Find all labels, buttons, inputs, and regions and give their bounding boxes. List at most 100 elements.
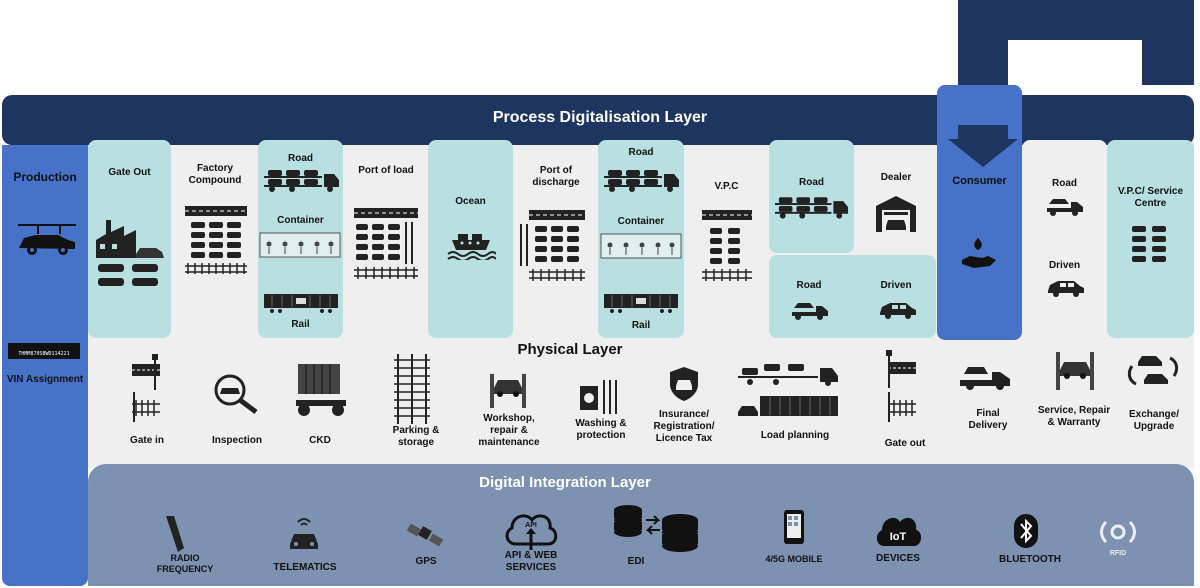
car-transporter-truck-icon-3: [774, 197, 849, 219]
container-1-label: Container: [277, 215, 324, 226]
bluetooth-label: BLUETOOTH: [998, 554, 1062, 565]
stage-ocean: [428, 140, 513, 338]
rail-wagon-icon: [264, 294, 338, 313]
ship-icon: [447, 234, 496, 260]
port-of-load-label: Port of load: [358, 165, 414, 176]
factory-compound-label: Factory Compound: [188, 163, 242, 186]
vpc-service-label: V.P.C/ Service Centre: [1117, 186, 1184, 209]
car-lift-icon: [490, 374, 526, 408]
service-repair-label: Service, Repair & Warranty: [1037, 405, 1111, 428]
edi-label: EDI: [627, 556, 645, 567]
physical-layer-title: Physical Layer: [517, 341, 623, 358]
dealer-garage-icon: [876, 196, 916, 232]
iot-cloud-icon: IoT: [876, 517, 922, 546]
consumer-column: [937, 85, 1022, 340]
stage-vpc-service: [1107, 140, 1194, 338]
digital-layer-title: Digital Integration Layer: [479, 474, 651, 491]
service-lift-icon: [1056, 352, 1094, 390]
load-planning-label: Load planning: [760, 430, 830, 441]
driven-2-label: Driven: [1048, 260, 1081, 271]
ocean-label: Ocean: [455, 196, 486, 207]
port-of-discharge-label: Port of discharge: [532, 165, 580, 188]
vpc-parking-icon: [702, 210, 752, 281]
insurance-label: Insurance/ Registration/ Licence Tax: [653, 409, 715, 444]
gate-out-label: Gate Out: [108, 167, 151, 178]
ckd-container-icon: [296, 364, 346, 416]
gate-out-physical-label: Gate out: [884, 438, 926, 449]
driven-1-label: Driven: [880, 280, 912, 291]
radio-frequency-label: RADIO FREQUENCY: [156, 553, 214, 574]
washing-icon: [580, 380, 617, 414]
telematics-car-icon: [290, 518, 318, 549]
api-cloud-icon: API: [505, 514, 558, 550]
parking-storage-icon: [394, 354, 430, 424]
vin-assignment-label: VIN Assignment: [6, 374, 84, 385]
road-5-label: Road: [1052, 178, 1077, 189]
road-4-label: Road: [796, 280, 822, 291]
rfid-icon: RFID: [1100, 520, 1136, 557]
vin-barcode: THMM870SBWD114221: [8, 343, 80, 359]
gps-satellite-icon: [406, 523, 444, 547]
down-arrow-into-consumer: [948, 125, 1018, 167]
workshop-label: Workshop, repair & maintenance: [478, 413, 540, 448]
load-planning-icon: [738, 364, 838, 416]
car-transporter-truck-icon: [264, 170, 339, 192]
rail-wagon-icon-2: [604, 294, 678, 313]
container-cars-icon-2: [600, 233, 682, 259]
compound-parking-icon: [185, 206, 247, 274]
factory-icon: [96, 220, 164, 286]
edi-database-icon: [614, 505, 698, 552]
gate-in-icon: [132, 354, 160, 422]
suv-icon-2: [1048, 281, 1084, 297]
car-body-assembly-icon: [18, 224, 76, 255]
process-layer-title: Process Digitalisation Layer: [492, 109, 708, 126]
production-column: [2, 145, 88, 586]
telematics-label: TELEMATICS: [273, 562, 337, 573]
mobile-label: 4/5G MOBILE: [765, 554, 823, 564]
magnifier-car-icon: [214, 374, 258, 414]
exchange-label: Exchange/ Upgrade: [1128, 409, 1180, 432]
final-delivery-label: Final Delivery: [968, 408, 1008, 431]
rfid-label: RFID: [1110, 550, 1126, 557]
hand-coin-icon: [962, 238, 996, 268]
gate-out-icon: [886, 350, 916, 422]
return-loop-arrow: [958, 0, 1194, 132]
container-cars-icon: [259, 232, 341, 258]
vin-barcode-text: THMM870SBWD114221: [18, 351, 70, 357]
radio-frequency-icon: [166, 516, 184, 552]
stage-road-3: [769, 140, 854, 253]
parking-storage-label: Parking & storage: [392, 425, 440, 448]
devices-label: DEVICES: [876, 553, 920, 564]
iot-icon-text: IoT: [890, 531, 907, 543]
road-1-label: Road: [288, 153, 313, 164]
road-3-label: Road: [799, 177, 824, 188]
stage-road-driven-after: [1022, 140, 1107, 338]
tow-truck-icon: [792, 303, 828, 320]
container-2-label: Container: [617, 216, 665, 227]
exchange-cars-icon: [1127, 356, 1179, 386]
inspection-label: Inspection: [211, 435, 262, 446]
road-2-label: Road: [628, 147, 654, 158]
vpc-label: V.P.C: [714, 181, 739, 192]
rail-2-label: Rail: [631, 320, 651, 331]
suv-icon: [880, 303, 916, 319]
gps-label: GPS: [415, 556, 437, 567]
dealer-label: Dealer: [880, 172, 912, 183]
final-delivery-icon: [960, 367, 1010, 390]
production-label: Production: [13, 170, 77, 184]
consumer-label: Consumer: [952, 175, 1007, 187]
rail-1-label: Rail: [291, 319, 310, 330]
service-parking-icon: [1132, 226, 1166, 262]
tow-truck-icon-2: [1047, 199, 1083, 216]
api-web-services-label: API & WEB SERVICES: [504, 550, 558, 573]
ckd-label: CKD: [309, 435, 331, 446]
bluetooth-icon: [1014, 514, 1038, 548]
gate-in-label: Gate in: [130, 435, 164, 446]
stage-road-driven: [769, 255, 936, 338]
car-transporter-truck-icon-2: [604, 170, 679, 192]
api-icon-text: API: [525, 522, 537, 529]
port-parking-icon: [354, 208, 418, 279]
washing-label: Washing & protection: [575, 418, 627, 441]
discharge-parking-icon: [520, 210, 585, 281]
mobile-phone-icon: [784, 510, 804, 544]
